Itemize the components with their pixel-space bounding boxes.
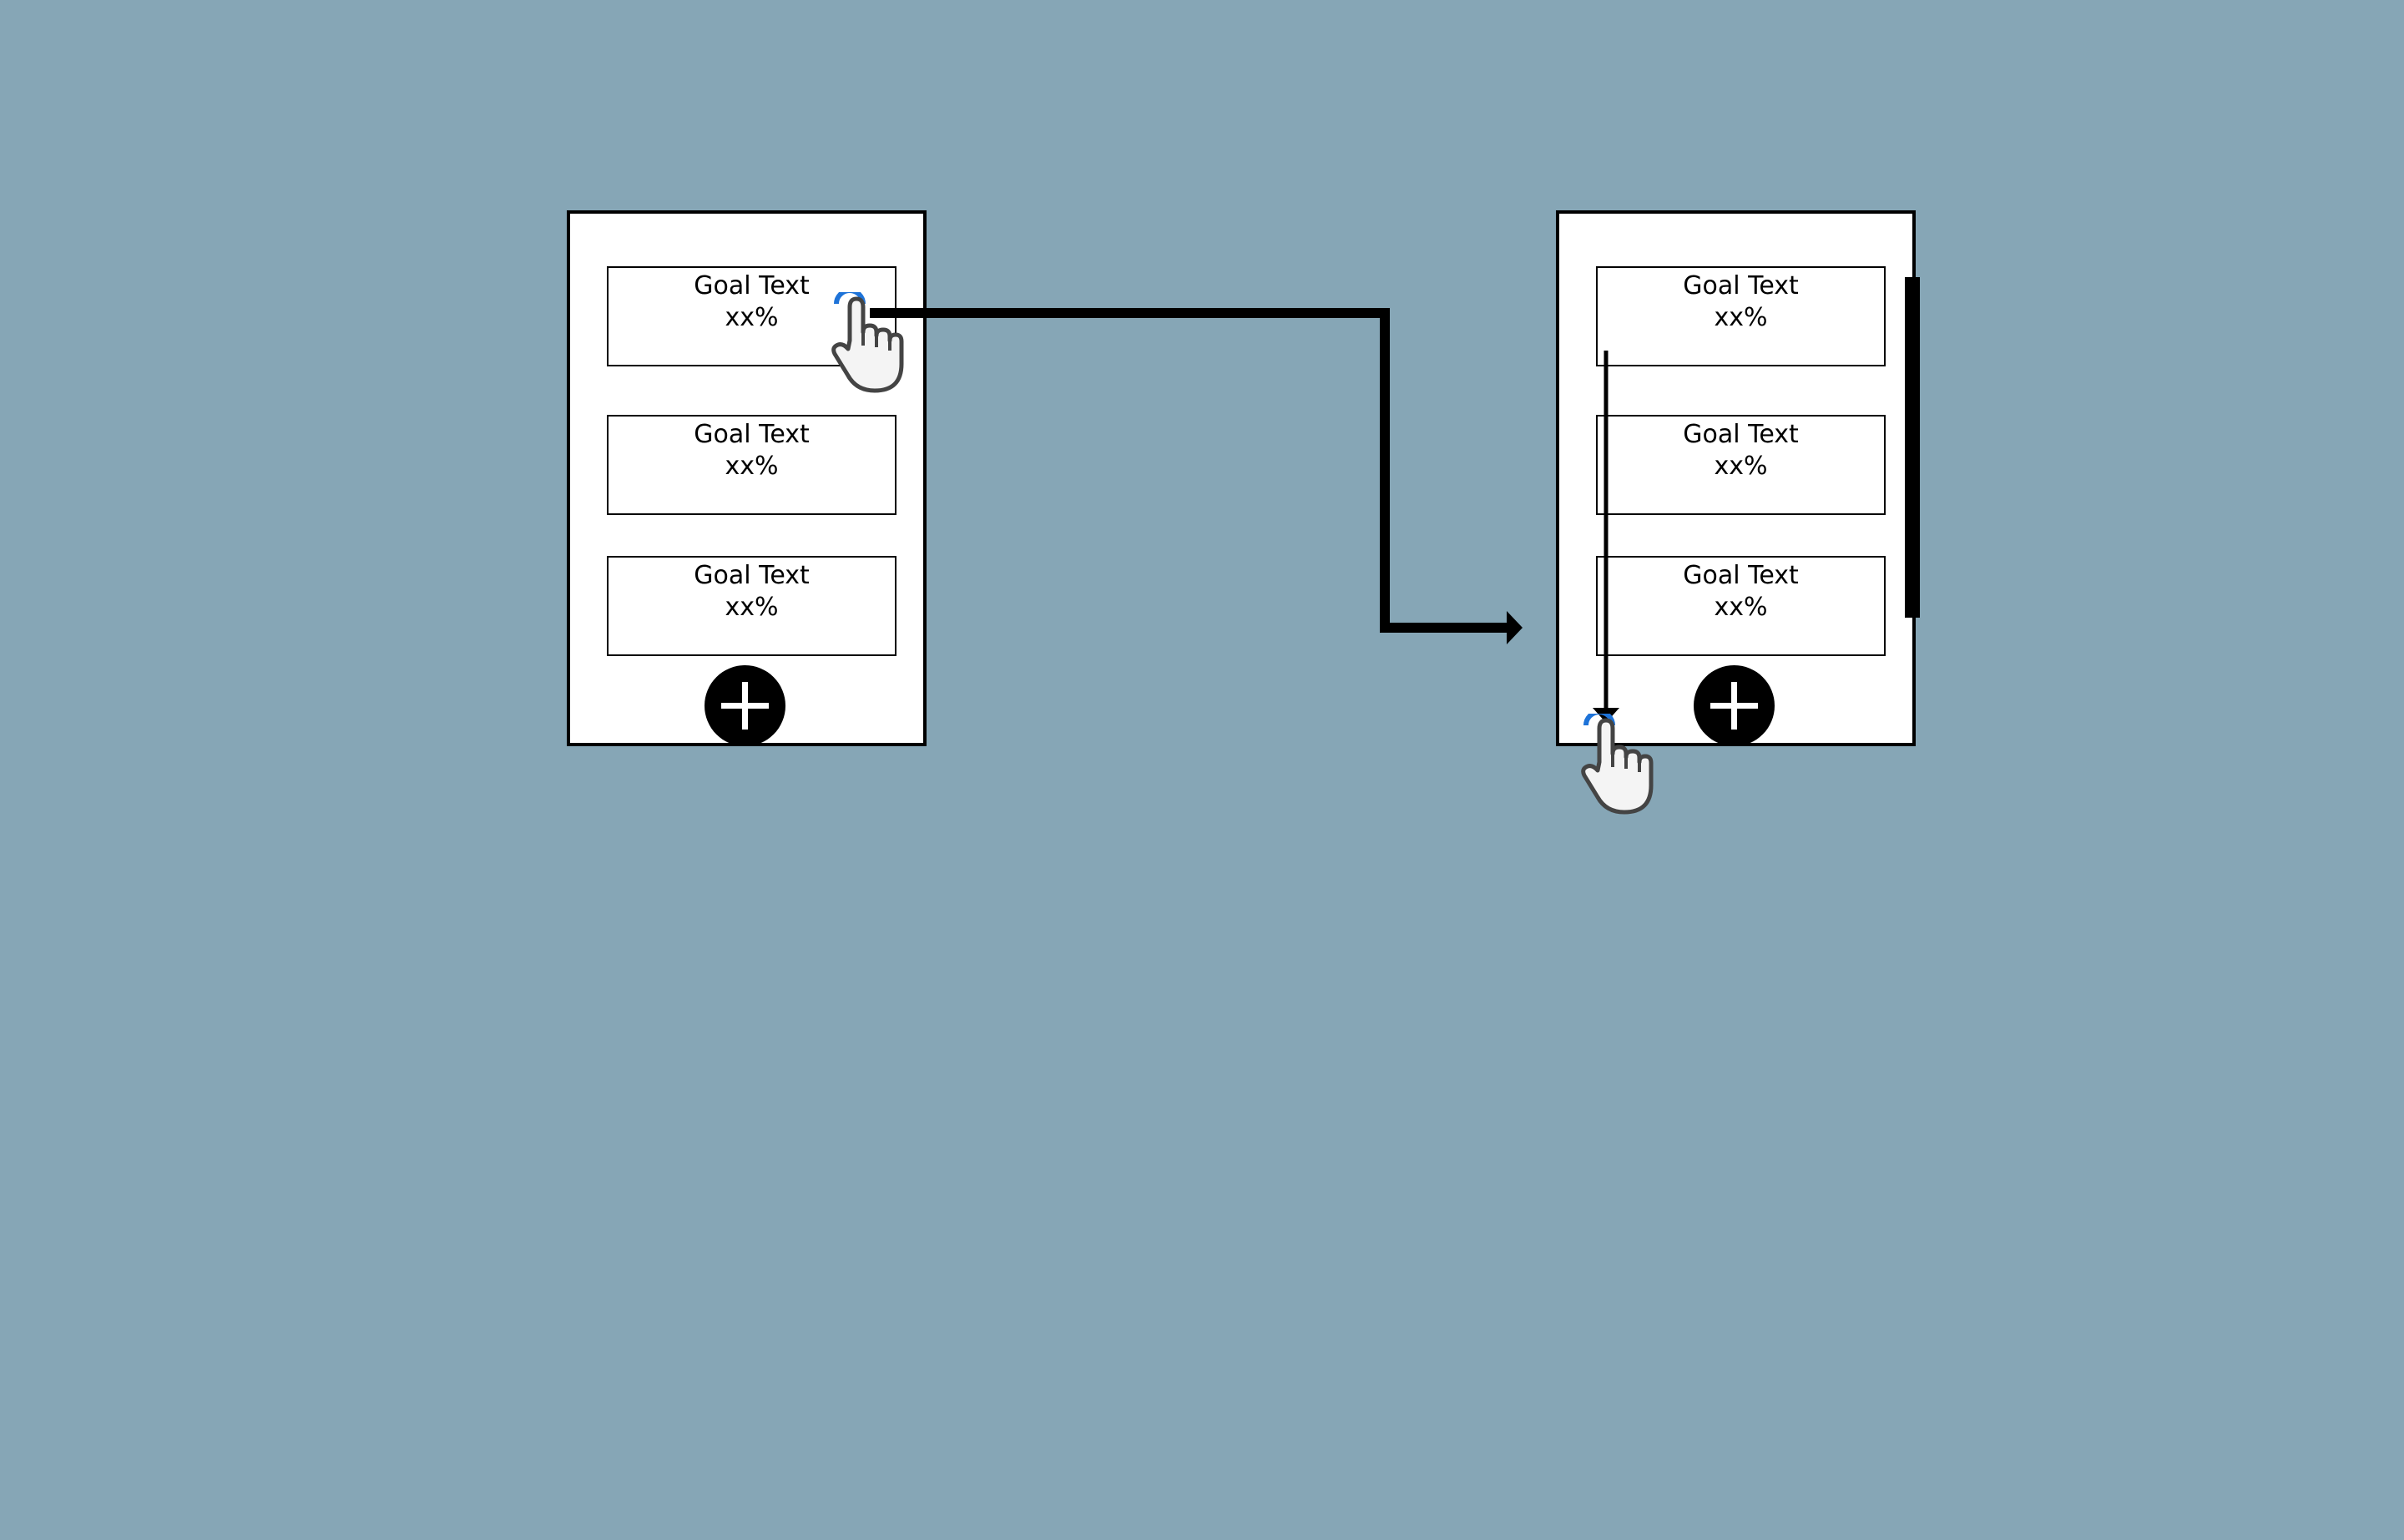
goal-percent: xx% — [1714, 452, 1768, 481]
goal-percent: xx% — [1714, 303, 1768, 332]
goal-card[interactable]: Goal Text xx% — [1596, 266, 1886, 366]
goal-card[interactable]: Goal Text xx% — [607, 415, 896, 515]
goal-text: Goal Text — [1683, 420, 1799, 449]
add-goal-button[interactable] — [1694, 665, 1775, 746]
goal-text: Goal Text — [1683, 561, 1799, 590]
goal-card[interactable]: Goal Text xx% — [1596, 556, 1886, 656]
goal-card[interactable]: Goal Text xx% — [607, 556, 896, 656]
tap-hand-icon — [831, 292, 904, 393]
flow-arrowhead — [1507, 611, 1523, 644]
phone-screen-2: Goal Text xx% Goal Text xx% Goal Text xx… — [1556, 210, 1916, 746]
goal-percent: xx% — [725, 593, 779, 622]
goal-percent: xx% — [725, 303, 779, 332]
scrollbar[interactable] — [1905, 277, 1920, 618]
flow-arrow-line — [870, 308, 1507, 633]
phone-screen-1: Goal Text xx% Goal Text xx% Goal Text xx… — [567, 210, 927, 746]
plus-icon — [721, 682, 769, 730]
goal-text: Goal Text — [694, 271, 810, 300]
add-goal-button[interactable] — [705, 665, 785, 746]
goal-card[interactable]: Goal Text xx% — [607, 266, 896, 366]
goal-card[interactable]: Goal Text xx% — [1596, 415, 1886, 515]
goal-percent: xx% — [1714, 593, 1768, 622]
goal-text: Goal Text — [694, 420, 810, 449]
goal-text: Goal Text — [1683, 271, 1799, 300]
plus-icon — [1710, 682, 1758, 730]
swipe-hand-icon — [1581, 714, 1654, 815]
goal-percent: xx% — [725, 452, 779, 481]
goal-text: Goal Text — [694, 561, 810, 590]
